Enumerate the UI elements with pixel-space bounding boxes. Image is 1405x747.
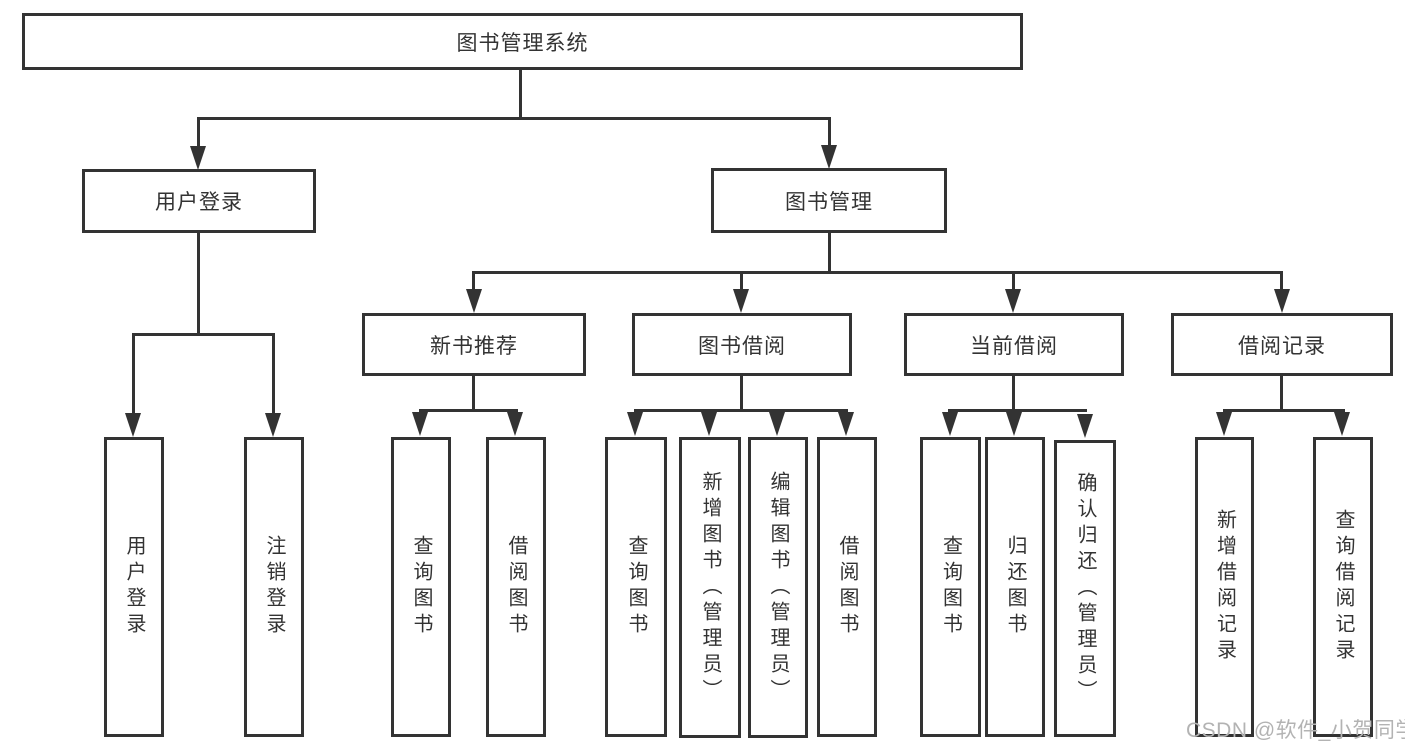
- node-book-management-label: 图书管理: [785, 190, 873, 214]
- arrow-down-icon: [507, 412, 523, 436]
- connector-user-login-stem: [197, 232, 200, 336]
- leaf-user-login-label: 用户登录: [123, 535, 145, 639]
- leaf-user-login: 用户登录: [104, 437, 164, 737]
- leaf-borrow-books-label: 借阅图书: [836, 535, 858, 639]
- node-root-system: 图书管理系统: [22, 13, 1023, 70]
- arrow-down-icon: [1216, 412, 1232, 436]
- leaf-confirm-return-admin: 确认归还（管理员）: [1054, 440, 1116, 737]
- leaf-return-books: 归还图书: [985, 437, 1045, 737]
- csdn-watermark: CSDN @软件_小贺同学: [1186, 719, 1405, 742]
- connector-level2-rail: [197, 117, 831, 120]
- leaf-logout: 注销登录: [244, 437, 304, 737]
- node-book-borrowing-label: 图书借阅: [698, 334, 786, 358]
- connector-user-login-rail: [132, 333, 275, 336]
- connector-borrow-records-stem: [1280, 375, 1283, 411]
- node-current-borrowing-label: 当前借阅: [970, 334, 1058, 358]
- leaf-edit-books-admin-label: 编辑图书（管理员）: [767, 470, 789, 705]
- arrow-down-icon: [190, 146, 206, 170]
- leaf-query-books-recommend: 查询图书: [391, 437, 451, 737]
- arrow-down-icon: [701, 412, 717, 436]
- connector-to-leaf-logout: [272, 333, 275, 415]
- connector-book-borrowing-rail: [634, 409, 848, 412]
- arrow-down-icon: [733, 289, 749, 313]
- arrow-down-icon: [942, 412, 958, 436]
- connector-new-book-rail: [419, 409, 518, 412]
- leaf-query-books-borrowing: 查询图书: [605, 437, 667, 737]
- arrow-down-icon: [821, 145, 837, 169]
- node-borrow-records-label: 借阅记录: [1238, 334, 1326, 358]
- connector-new-book-stem: [472, 375, 475, 411]
- connector-to-leaf-user-login: [132, 333, 135, 415]
- leaf-query-books-current-label: 查询图书: [939, 535, 962, 639]
- arrow-down-icon: [838, 412, 854, 436]
- arrow-down-icon: [627, 412, 643, 436]
- node-user-login-label: 用户登录: [155, 191, 243, 214]
- node-new-book-recommend: 新书推荐: [362, 313, 586, 376]
- arrow-down-icon: [769, 412, 785, 436]
- arrow-down-icon: [265, 413, 281, 437]
- connector-borrow-records-rail: [1223, 409, 1345, 412]
- connector-level3-rail: [472, 271, 1283, 274]
- connector-book-borrowing-stem: [740, 375, 743, 411]
- arrow-down-icon: [466, 289, 482, 313]
- connector-to-book-borrowing: [740, 271, 743, 291]
- leaf-query-borrow-record: 查询借阅记录: [1313, 437, 1373, 737]
- node-current-borrowing: 当前借阅: [904, 313, 1124, 376]
- leaf-query-borrow-record-label: 查询借阅记录: [1332, 509, 1354, 665]
- connector-current-borrowing-stem: [1012, 375, 1015, 411]
- arrow-down-icon: [1006, 412, 1022, 436]
- leaf-return-books-label: 归还图书: [1004, 535, 1026, 639]
- leaf-add-borrow-record-label: 新增借阅记录: [1213, 509, 1236, 665]
- node-root-label: 图书管理系统: [456, 31, 589, 55]
- connector-to-borrow-records: [1280, 271, 1283, 291]
- arrow-down-icon: [1005, 289, 1021, 313]
- leaf-borrow-books: 借阅图书: [817, 437, 877, 737]
- leaf-add-books-admin-label: 新增图书（管理员）: [699, 470, 721, 705]
- node-new-book-recommend-label: 新书推荐: [430, 334, 518, 358]
- connector-book-management-stem: [828, 233, 831, 274]
- arrow-down-icon: [125, 413, 141, 437]
- leaf-query-books-current: 查询图书: [920, 437, 981, 737]
- connector-root-stem: [519, 69, 522, 119]
- leaf-borrow-books-recommend: 借阅图书: [486, 437, 546, 737]
- leaf-edit-books-admin: 编辑图书（管理员）: [748, 437, 808, 738]
- leaf-add-borrow-record: 新增借阅记录: [1195, 437, 1254, 737]
- node-borrow-records: 借阅记录: [1171, 313, 1393, 376]
- leaf-query-books-recommend-label: 查询图书: [410, 535, 432, 639]
- leaf-borrow-books-recommend-label: 借阅图书: [505, 535, 527, 639]
- arrow-down-icon: [1334, 412, 1350, 436]
- leaf-logout-label: 注销登录: [263, 535, 285, 639]
- leaf-confirm-return-admin-label: 确认归还（管理员）: [1074, 471, 1096, 706]
- node-book-management: 图书管理: [711, 168, 947, 233]
- connector-to-user-login: [197, 117, 200, 149]
- arrow-down-icon: [412, 412, 428, 436]
- leaf-query-books-borrowing-label: 查询图书: [625, 535, 647, 639]
- connector-to-book-management: [828, 117, 831, 149]
- connector-to-new-book: [472, 271, 475, 291]
- arrow-down-icon: [1274, 289, 1290, 313]
- connector-current-borrowing-rail: [948, 409, 1087, 412]
- leaf-add-books-admin: 新增图书（管理员）: [679, 437, 741, 738]
- connector-to-current-borrowing: [1012, 271, 1015, 291]
- arrow-down-icon: [1077, 414, 1093, 438]
- node-book-borrowing: 图书借阅: [632, 313, 852, 376]
- node-user-login: 用户登录: [82, 169, 316, 233]
